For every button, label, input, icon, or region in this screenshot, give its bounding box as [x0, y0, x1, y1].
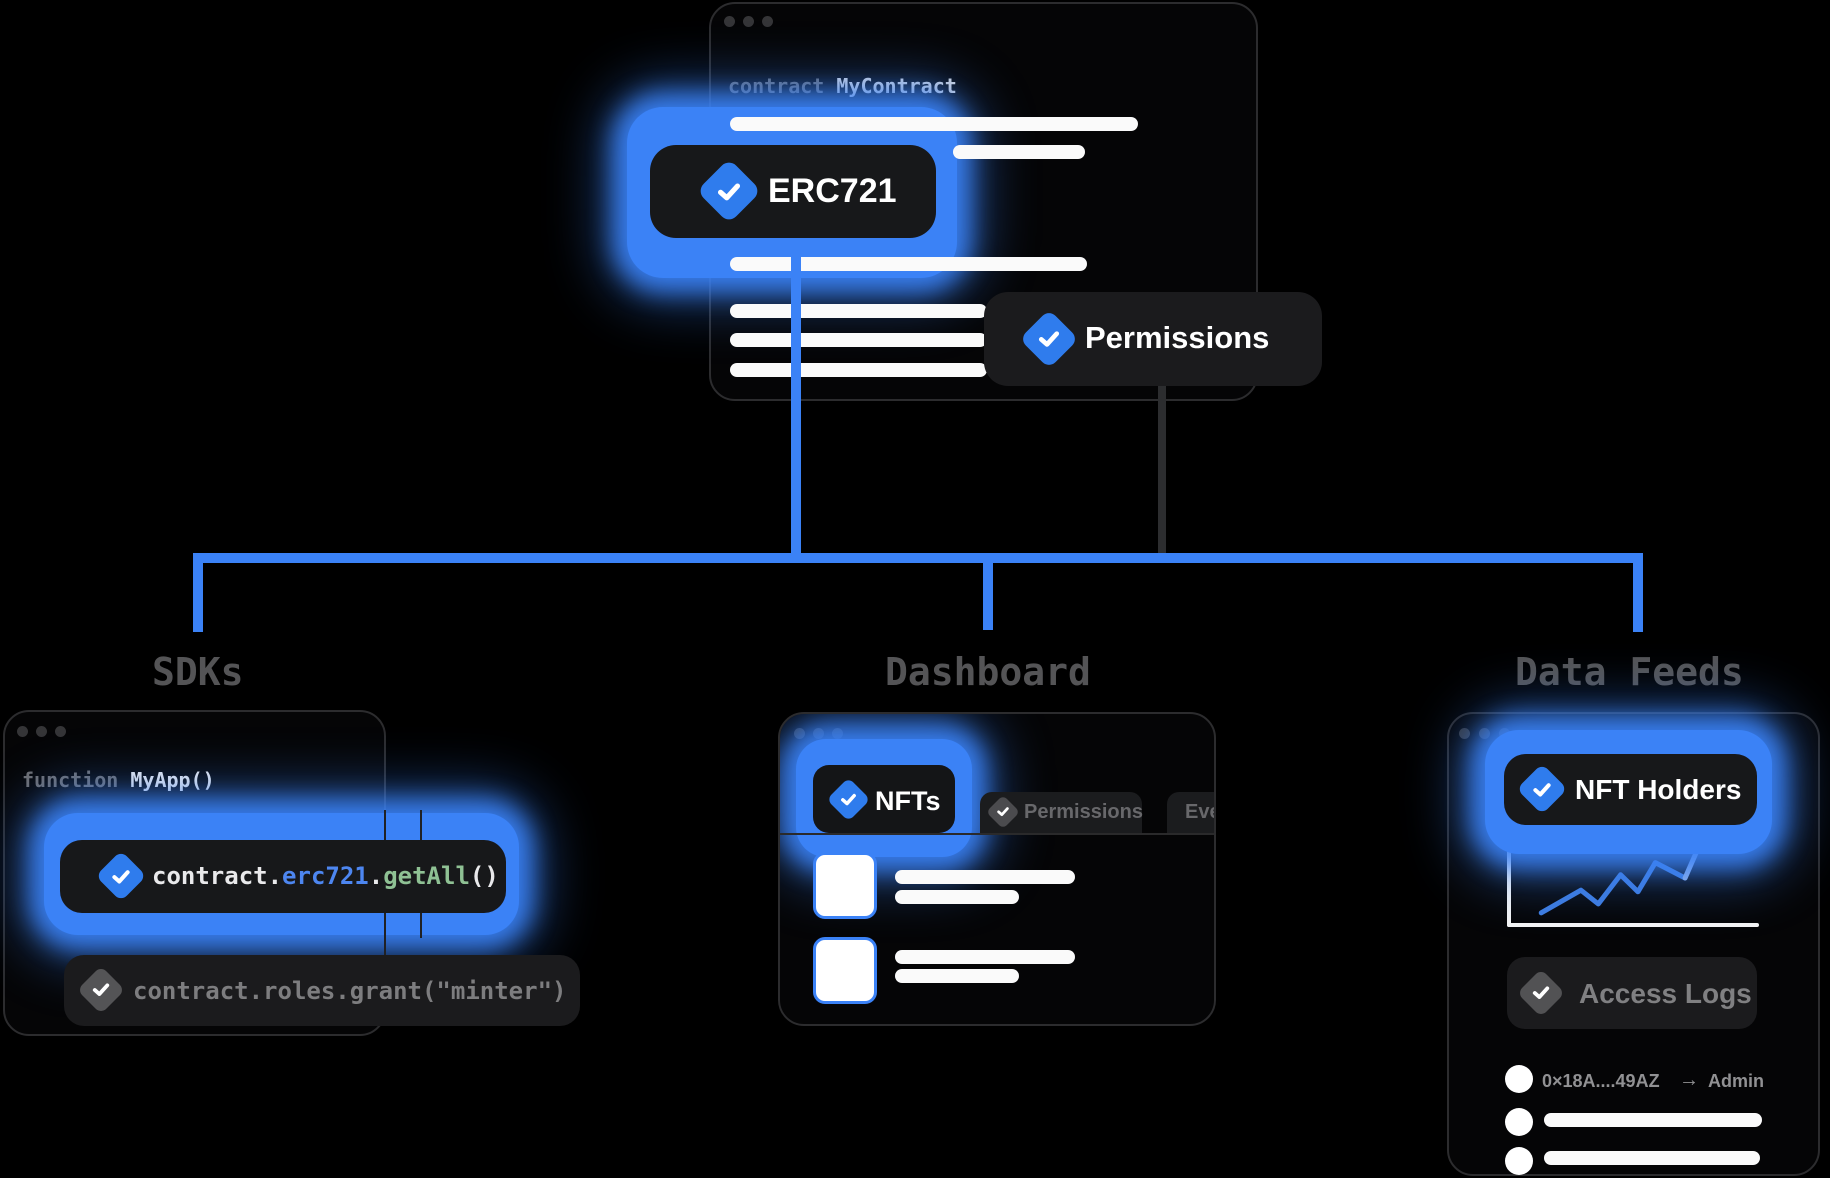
skeleton-bar [895, 969, 1019, 983]
window-dot [762, 16, 773, 27]
tab-permissions-label: Permissions [1024, 801, 1143, 823]
contract-declaration: contract MyContract [728, 74, 957, 98]
nft-holders-label: NFT Holders [1575, 774, 1742, 805]
tree-horizontal-line [193, 553, 1643, 563]
check-diamond-icon [76, 965, 126, 1015]
code-part: . [368, 862, 384, 890]
skeleton-bar [730, 117, 1138, 131]
code-part-erc721: erc721 [282, 862, 369, 890]
data-feeds-window: NFT Holders Access Logs 0×18A....49AZ → … [1447, 712, 1820, 1176]
tab-events[interactable]: Eve [1167, 792, 1214, 833]
dashboard-window: NFTs Permissions Eve [778, 712, 1216, 1026]
tab-permissions[interactable]: Permissions [980, 792, 1143, 833]
skeleton-bar [730, 257, 1087, 271]
check-diamond-icon [1516, 968, 1566, 1018]
window-dot [794, 728, 805, 739]
check-diamond-icon [696, 158, 762, 224]
tab-nfts[interactable]: NFTs [813, 765, 955, 833]
tab-divider-line [780, 833, 1214, 835]
permissions-label: Permissions [1085, 320, 1270, 355]
check-diamond-icon [1516, 763, 1568, 815]
skeleton-bar [895, 870, 1075, 884]
skeleton-bar [730, 304, 987, 318]
code-part-getall: getAll [383, 862, 470, 890]
sdk-snippet-code: contract.erc721.getAll() [152, 862, 499, 890]
check-diamond-icon [95, 850, 147, 902]
data-feeds-branch-line [1633, 553, 1643, 632]
window-dot [724, 16, 735, 27]
tab-events-label: Eve [1185, 801, 1214, 823]
log-avatar-dot [1505, 1065, 1533, 1093]
window-dot [17, 726, 28, 737]
skeleton-bar [730, 333, 987, 347]
access-logs-badge[interactable]: Access Logs [1507, 957, 1757, 1029]
dashboard-branch-line [983, 558, 993, 630]
erc721-connector-line [791, 238, 801, 563]
window-dot [55, 726, 66, 737]
dashboard-label: Dashboard [885, 650, 1091, 694]
skeleton-bar [895, 950, 1075, 964]
window-dot [813, 728, 824, 739]
nft-holders-badge[interactable]: NFT Holders [1504, 754, 1757, 825]
erc721-badge[interactable]: ERC721 [650, 145, 936, 238]
arrow-right-icon: → [1679, 1069, 1699, 1091]
space [824, 74, 836, 98]
nft-thumbnail[interactable] [813, 937, 877, 1004]
log-avatar-dot [1505, 1147, 1533, 1175]
log-avatar-dot [1505, 1108, 1533, 1136]
function-keyword: function [22, 768, 119, 792]
sdks-branch-line [193, 553, 203, 632]
window-dot [1479, 728, 1490, 739]
log-address: 0×18A....49AZ [1542, 1071, 1660, 1091]
permissions-badge[interactable]: Permissions [984, 292, 1322, 386]
window-dot [36, 726, 47, 737]
window-dot [743, 16, 754, 27]
window-dot [1459, 728, 1470, 739]
sdk-snippet-highlighted[interactable]: contract.erc721.getAll() [60, 840, 506, 913]
sdk-secondary-code: contract.roles.grant("minter") [133, 977, 567, 1005]
space [118, 768, 130, 792]
function-declaration: function MyApp() [22, 768, 215, 792]
sdk-snippet-secondary: contract.roles.grant("minter") [64, 955, 580, 1026]
skeleton-bar [953, 145, 1085, 159]
erc721-label: ERC721 [768, 172, 897, 210]
contract-name: MyContract [836, 74, 957, 98]
code-part: contract. [152, 862, 283, 890]
function-name: MyApp() [130, 768, 215, 792]
sdks-label: SDKs [152, 650, 244, 694]
skeleton-bar [1544, 1151, 1760, 1165]
contract-keyword: contract [728, 74, 825, 98]
nft-thumbnail[interactable] [813, 852, 877, 919]
check-diamond-icon [986, 795, 1020, 829]
tab-nfts-label: NFTs [875, 786, 941, 816]
code-part: () [469, 862, 499, 890]
skeleton-bar [1544, 1113, 1762, 1127]
check-diamond-icon [1019, 309, 1079, 369]
data-feeds-label: Data Feeds [1515, 650, 1744, 694]
log-role: Admin [1708, 1071, 1764, 1091]
window-dot [832, 728, 843, 739]
skeleton-bar [895, 890, 1019, 904]
permissions-connector-line [1158, 386, 1166, 558]
check-diamond-icon [826, 777, 871, 822]
skeleton-bar [730, 363, 987, 377]
access-logs-label: Access Logs [1579, 978, 1752, 1009]
